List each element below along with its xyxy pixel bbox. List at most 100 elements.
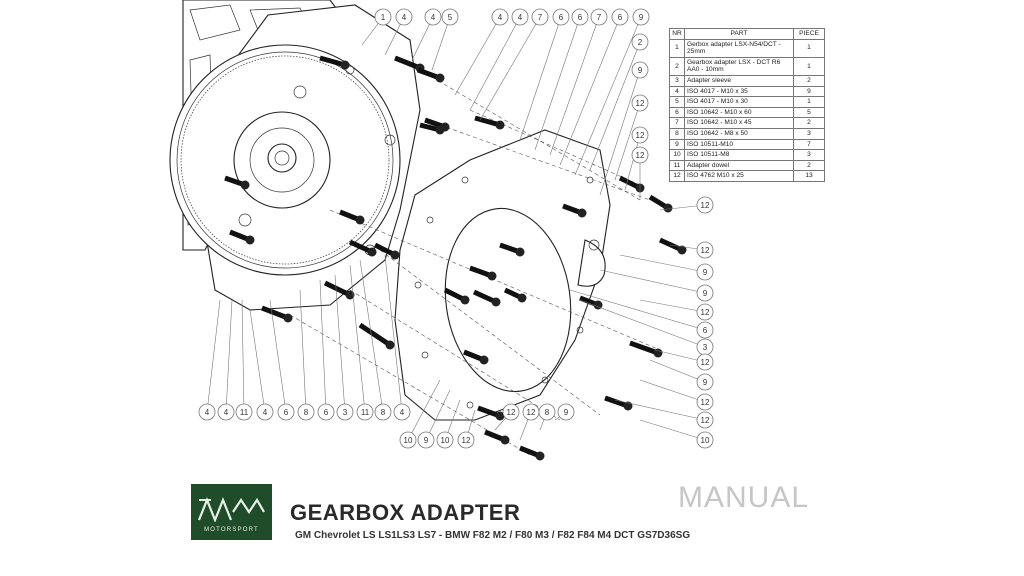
callout-balloon: 9 — [417, 431, 435, 449]
callout-balloon: 4 — [217, 403, 235, 421]
callout-number: 9 — [564, 408, 569, 417]
callout-number: 11 — [240, 408, 249, 417]
part-piece-cell: 1 — [793, 96, 825, 108]
callout-balloon: 11 — [356, 403, 374, 421]
bolt-icon — [358, 322, 392, 348]
callout-balloon: 6 — [611, 8, 629, 26]
callout-leader-line — [574, 16, 642, 176]
part-piece-cell: 2 — [793, 159, 825, 172]
callout-leader-line — [559, 16, 621, 166]
callout-number: 6 — [578, 13, 583, 22]
header-piece: PIECE — [793, 28, 825, 40]
part-name-cell: Gearbox adapter LSX - DCT R6 AA0 - 10mm — [684, 56, 794, 76]
part-piece-cell: 9 — [793, 85, 825, 98]
pmc-logo-icon — [197, 497, 265, 522]
callout-number: 4 — [263, 408, 268, 417]
callout-number: 12 — [701, 246, 710, 255]
document-subtitle: GM Chevrolet LS LS1LS3 LS7 - BMW F82 M2 … — [295, 530, 691, 541]
bolt-head-icon — [623, 401, 633, 411]
callout-number: 4 — [498, 13, 503, 22]
document-title: GEARBOX ADAPTER — [290, 500, 521, 525]
callout-balloon: 11 — [235, 403, 253, 421]
callout-leader-line — [519, 16, 562, 141]
callout-leader-line — [649, 359, 706, 383]
callout-number: 9 — [638, 66, 643, 75]
callout-balloon: 6 — [571, 8, 589, 26]
callout-balloon: 12 — [696, 303, 714, 321]
callout-balloon: 8 — [374, 403, 392, 421]
callout-balloon: 7 — [590, 8, 608, 26]
callout-number: 10 — [441, 436, 450, 445]
callout-balloon: 10 — [399, 431, 417, 449]
callout-leader-line — [639, 419, 706, 441]
part-name-cell: ISO 4017 - M10 x 35 — [684, 85, 794, 98]
bolt-head-icon — [653, 348, 663, 358]
callout-number: 12 — [701, 358, 710, 367]
callout-balloon: 4 — [491, 8, 509, 26]
callout-number: 12 — [701, 416, 710, 425]
callout-number: 12 — [636, 151, 645, 160]
callout-balloon: 12 — [696, 393, 714, 411]
callout-number: 9 — [424, 436, 429, 445]
callout-leader-line — [225, 299, 233, 413]
callout-number: 3 — [343, 408, 348, 417]
bolt-head-icon — [355, 215, 365, 225]
callout-balloon: 10 — [436, 431, 454, 449]
callout-balloon: 12 — [631, 146, 649, 164]
bolt-head-icon — [487, 271, 497, 281]
callout-balloon: 3 — [696, 338, 714, 356]
callout-balloon: 10 — [696, 431, 714, 449]
callout-number: 8 — [304, 408, 309, 417]
callout-balloon: 12 — [522, 403, 540, 421]
callout-leader-line — [624, 134, 641, 191]
callout-leader-line — [599, 69, 641, 196]
callout-leader-line — [431, 16, 451, 71]
bolt-head-icon — [283, 313, 293, 323]
bolt-head-icon — [340, 60, 350, 70]
callout-leader-line — [359, 259, 384, 413]
callout-number: 4 — [402, 13, 407, 22]
callout-leader-line — [299, 289, 307, 413]
callout-number: 12 — [462, 436, 471, 445]
part-piece-cell: 5 — [793, 106, 825, 119]
callout-number: 12 — [636, 99, 645, 108]
callout-leader-line — [569, 289, 706, 331]
callout-balloon: 5 — [441, 8, 459, 26]
callout-balloon: 9 — [631, 61, 649, 79]
callout-leader-line — [454, 16, 501, 96]
part-name-cell: ISO 4017 - M10 x 30 — [684, 96, 794, 108]
part-piece-cell: 3 — [793, 127, 825, 140]
callout-number: 12 — [701, 201, 710, 210]
callout-balloon: 3 — [336, 403, 354, 421]
callout-balloon: 4 — [511, 8, 529, 26]
callout-number: 8 — [545, 408, 550, 417]
bolt-icon — [323, 280, 352, 298]
part-name-cell: ISO 10511-M8 — [684, 149, 794, 161]
callout-number: 4 — [518, 13, 523, 22]
parts-table-header: NR PART PIECE — [669, 28, 825, 40]
part-piece-cell: 3 — [793, 149, 825, 161]
bolt-head-icon — [460, 295, 470, 305]
part-nr-cell: 4 — [669, 85, 685, 98]
part-piece-cell: 2 — [793, 74, 825, 87]
part-piece-cell: 1 — [793, 38, 825, 58]
callout-leader-line — [206, 299, 221, 413]
callout-number: 12 — [701, 308, 710, 317]
callout-balloon: 6 — [277, 403, 295, 421]
bolt-head-icon — [245, 235, 255, 245]
part-name-cell: Gerbox adapter LSX-N54/DCT - 25mm — [684, 38, 794, 58]
callout-balloon: 12 — [502, 403, 520, 421]
callout-leader-line — [619, 254, 706, 273]
bolt-head-icon — [491, 297, 501, 307]
callout-number: 6 — [324, 408, 329, 417]
callout-balloon: 12 — [631, 126, 649, 144]
bolt-head-icon — [515, 247, 525, 257]
